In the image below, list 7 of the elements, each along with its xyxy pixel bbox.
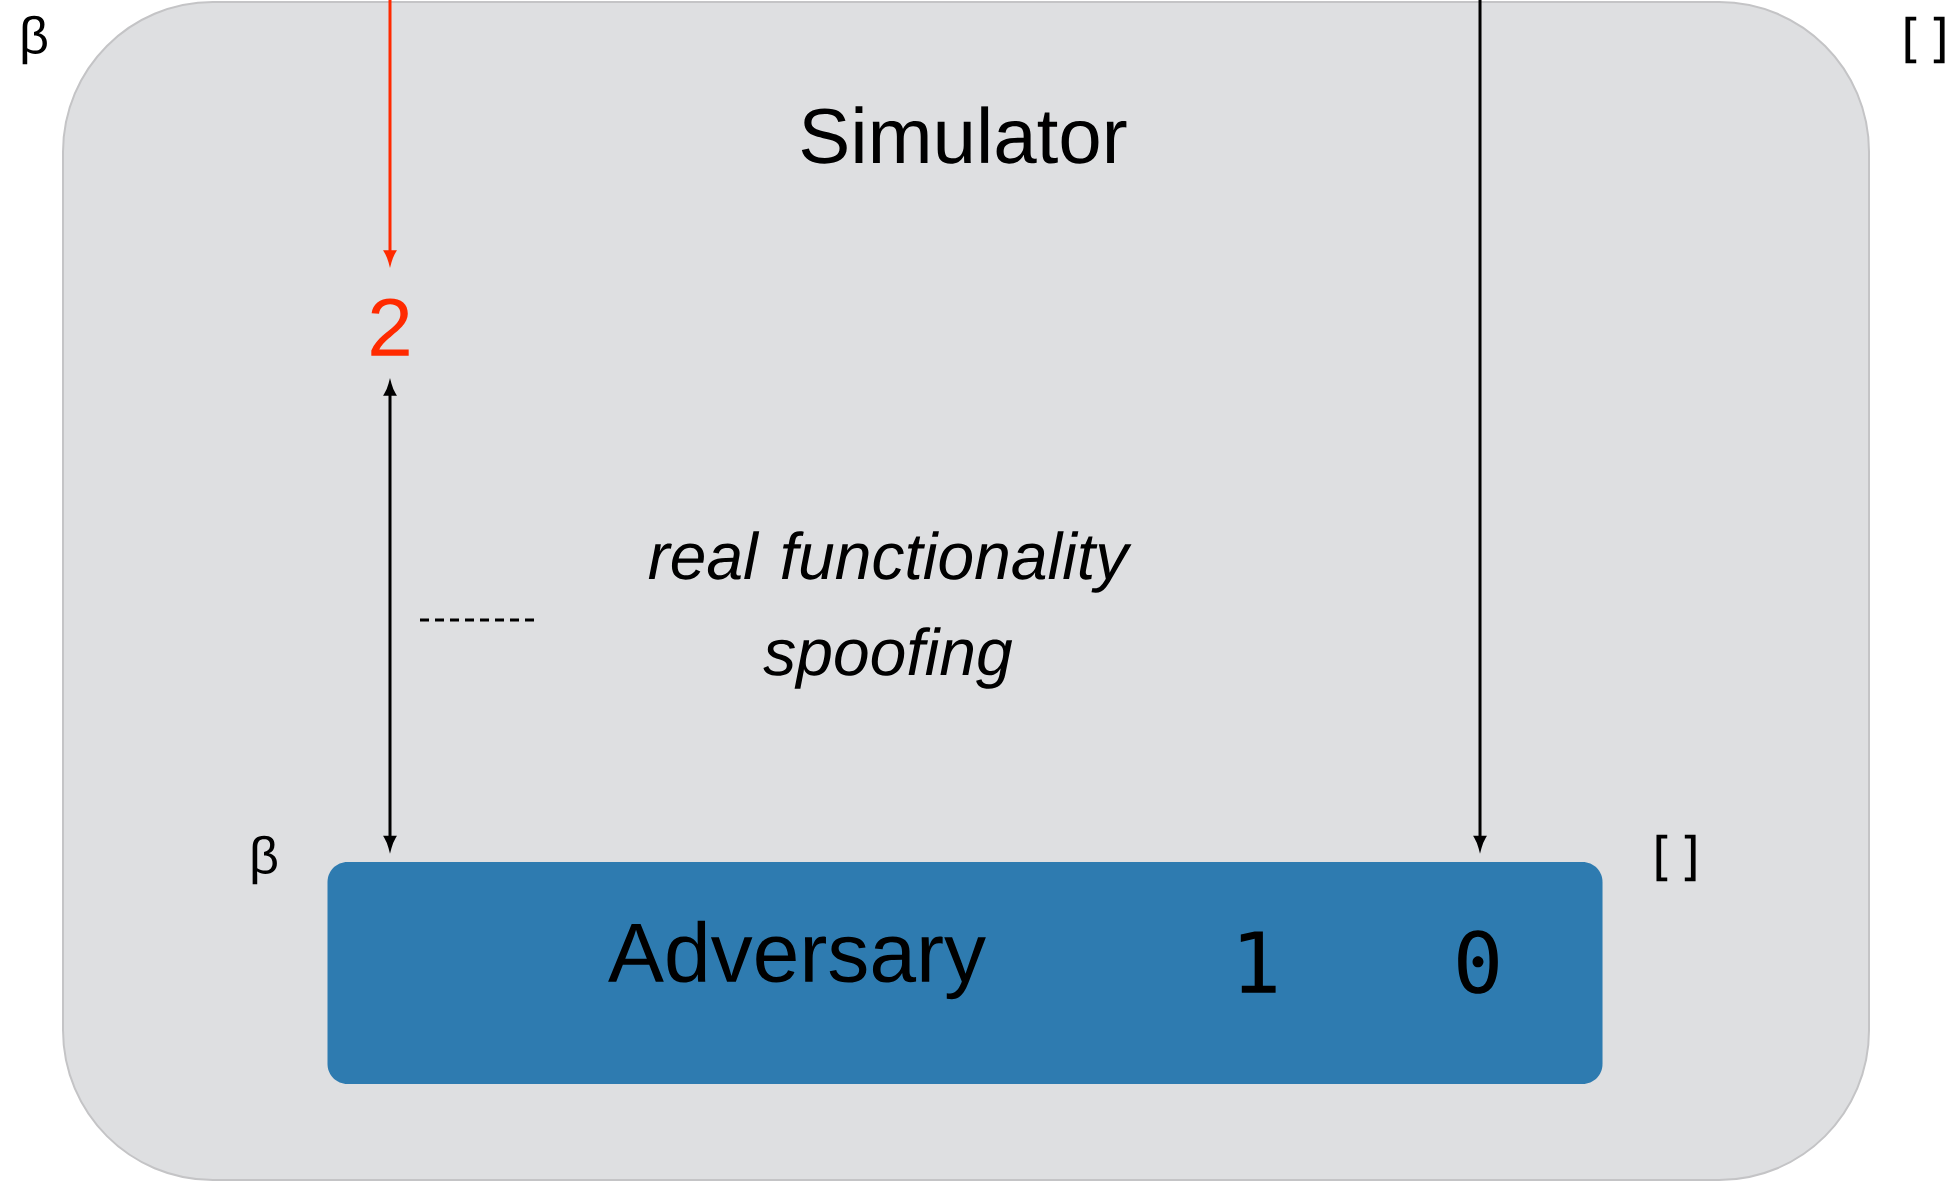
bracket-symbol: []	[1905, 16, 1945, 64]
bracket-symbol: []	[1656, 834, 1696, 882]
annotation: real functionality spoofing	[648, 531, 1132, 689]
step-number: 2	[371, 298, 409, 356]
adversary-box: Adversary 1 0	[327, 862, 1603, 1084]
greek-letter: β	[252, 835, 277, 885]
greek-letter: β	[22, 15, 47, 65]
